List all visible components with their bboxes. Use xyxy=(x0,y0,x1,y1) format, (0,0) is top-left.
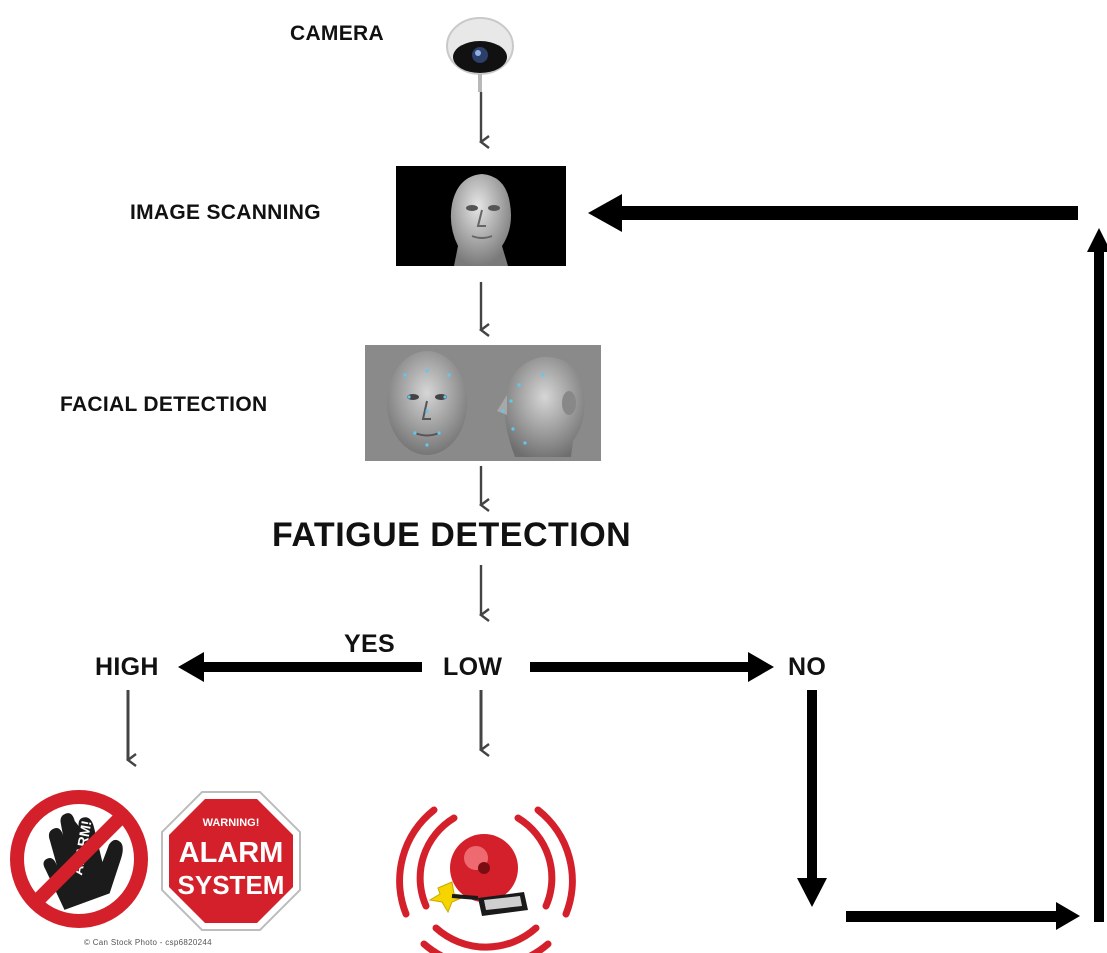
head-scan-image xyxy=(396,166,566,266)
image-scanning-label: IMAGE SCANNING xyxy=(130,201,321,224)
image-credit: © Can Stock Photo - csp6820244 xyxy=(84,938,212,947)
facial-detection-label: FACIAL DETECTION xyxy=(60,393,268,416)
camera-icon xyxy=(446,17,514,92)
facial-mesh-image xyxy=(365,345,601,461)
arrow-right-up xyxy=(1087,228,1107,922)
no-hand-icon: ALARM! xyxy=(10,790,148,928)
camera-label: CAMERA xyxy=(290,22,384,45)
alarm-bell-icon xyxy=(396,806,576,953)
yes-label: YES xyxy=(344,630,395,658)
arrow-back-to-scan xyxy=(588,194,1078,232)
high-label: HIGH xyxy=(95,653,159,681)
system-text: SYSTEM xyxy=(178,870,285,900)
arrow-bottom-right xyxy=(846,902,1080,930)
fatigue-detection-label: FATIGUE DETECTION xyxy=(272,516,632,554)
arrow-no-down xyxy=(797,690,827,907)
no-label: NO xyxy=(788,653,827,681)
arrow-low-to-no xyxy=(530,652,774,682)
arrow-low-to-high xyxy=(178,652,422,682)
warning-text: WARNING! xyxy=(203,817,260,829)
low-label: LOW xyxy=(443,653,503,681)
alarm-text: ALARM xyxy=(179,837,284,869)
alarm-system-sign: WARNING! ALARM SYSTEM xyxy=(161,791,301,931)
